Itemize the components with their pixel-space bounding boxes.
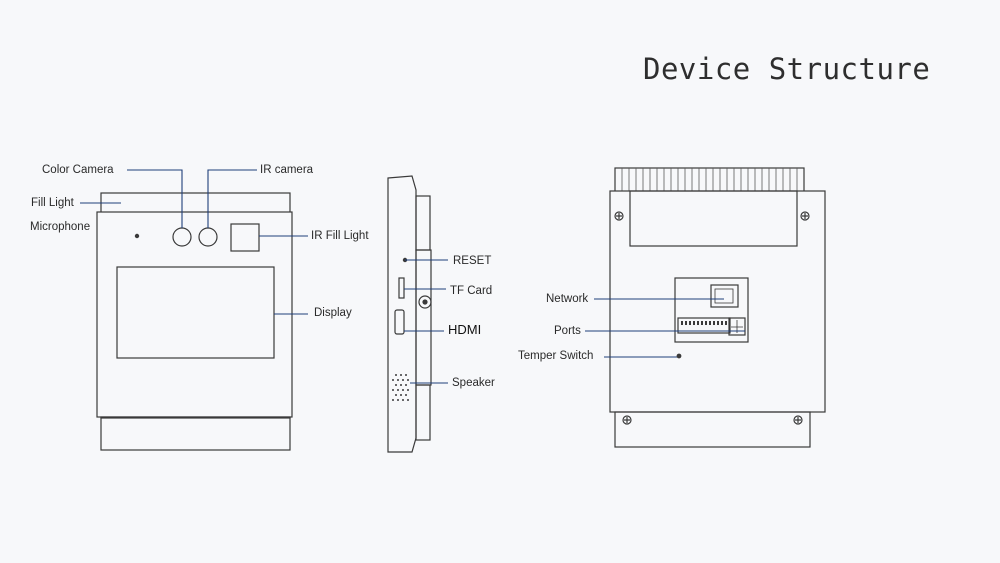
back-leaders: [585, 298, 745, 358]
speaker-grille: [392, 374, 409, 401]
side-ports-panel: [415, 249, 432, 386]
label-speaker: Speaker: [452, 377, 495, 389]
microphone-hole: [134, 233, 140, 239]
label-temper-switch: Temper Switch: [518, 350, 594, 362]
label-tf-card: TF Card: [450, 285, 493, 297]
back-screw-br: [793, 415, 803, 425]
front-view: [96, 192, 293, 451]
side-body: [387, 175, 417, 453]
ports-screw-terminal: [728, 317, 746, 336]
side-upper-bracket: [415, 195, 431, 251]
back-screw-tl: [614, 211, 624, 221]
temper-switch-hole: [676, 353, 682, 359]
back-mount-plate: [629, 190, 798, 247]
network-port: [710, 284, 739, 308]
label-fill-light: Fill Light: [31, 197, 74, 209]
back-bottom-housing: [614, 411, 811, 448]
label-ir-fill-light: IR Fill Light: [311, 230, 369, 242]
side-leaders: [404, 259, 448, 384]
label-color-camera: Color Camera: [42, 164, 114, 176]
label-microphone: Microphone: [30, 221, 91, 233]
display-screen: [116, 266, 275, 359]
back-body: [609, 190, 826, 413]
label-network: Network: [546, 293, 589, 305]
side-lower-bracket: [415, 384, 431, 441]
front-body: [96, 211, 293, 418]
front-bottom-housing: [100, 416, 291, 451]
label-reset: RESET: [453, 255, 492, 267]
tf-card-slot: [398, 277, 405, 299]
ir-fill-light-window: [230, 223, 260, 252]
label-hdmi: HDMI: [448, 322, 482, 337]
diagram-title: Device Structure: [643, 52, 931, 86]
back-screw-bl: [622, 415, 632, 425]
hdmi-port: [394, 309, 405, 335]
label-ports: Ports: [554, 325, 581, 337]
side-screw: [418, 295, 432, 309]
label-display: Display: [314, 307, 352, 319]
terminal-pins: [681, 321, 727, 325]
side-view: [387, 175, 432, 453]
front-leaders: [80, 169, 308, 315]
back-screw-tr: [800, 211, 810, 221]
back-view: [609, 167, 826, 448]
back-connector-panel: [674, 277, 749, 343]
ports-terminal-block: [677, 317, 731, 334]
label-ir-camera: IR camera: [260, 164, 314, 176]
